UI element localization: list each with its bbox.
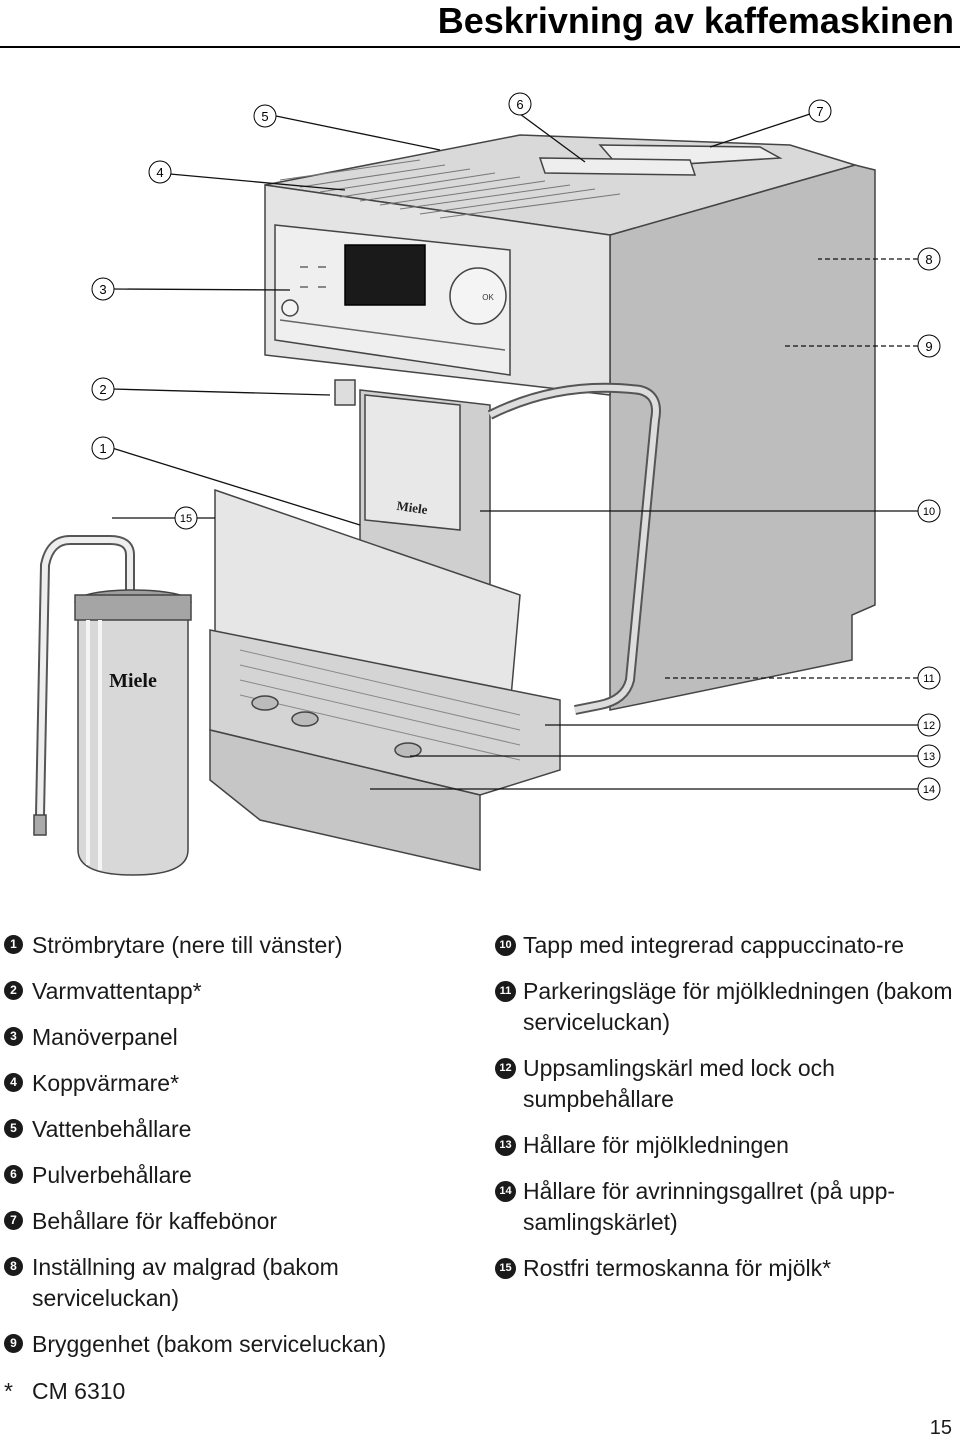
legend-item-8: 8 Inställning av malgrad (bakom servicelu… [4, 1252, 454, 1314]
footnote-text: CM 6310 [32, 1378, 126, 1404]
legend-item-6: 6 Pulverbehållare [4, 1160, 454, 1191]
callout-3: 3 [91, 277, 115, 301]
callout-15: 15 [174, 506, 198, 530]
legend-text: Hållare för mjölkledningen [523, 1132, 789, 1158]
panel-ok-label: OK [482, 293, 494, 302]
callout-1: 1 [91, 436, 115, 460]
legend-text: Vattenbehållare [32, 1116, 192, 1142]
coffee-machine-illustration: Miele Miele OK 1 2 3 4 5 6 7 8 9 10 11 1… [33, 92, 941, 876]
page-title: Beskrivning av kaffemaskinen [437, 0, 954, 41]
svg-text:4: 4 [156, 165, 163, 180]
legend-text: Strömbrytare (nere till vänster) [32, 932, 343, 958]
svg-text:2: 2 [99, 382, 106, 397]
coffee-machine-figure: Miele Miele OK 1 2 3 4 5 6 7 8 9 10 11 1… [0, 50, 960, 920]
legend-text: Tapp med integrerad cappuccinato-re [523, 932, 905, 958]
legend-number: 14 [495, 1181, 516, 1202]
legend-text: Hållare för avrinningsgallret (på upp-sa… [523, 1178, 896, 1235]
legend-item-2: 2 Varmvattentapp* [4, 976, 454, 1007]
legend-number: 13 [495, 1135, 516, 1156]
svg-text:11: 11 [923, 673, 934, 685]
legend-item-12: 12 Uppsamlingskärl med lock och sumpbehål… [495, 1053, 955, 1115]
legend-number: 6 [4, 1165, 23, 1184]
svg-text:15: 15 [180, 513, 192, 525]
legend-number: 3 [4, 1027, 23, 1046]
legend-number: 10 [495, 935, 516, 956]
callout-11: 11 [917, 666, 941, 690]
callout-5: 5 [253, 104, 277, 128]
legend-item-11: 11 Parkeringsläge för mjölkledningen (bak… [495, 976, 955, 1038]
legend-text: Inställning av malgrad (bakom serviceluc… [32, 1254, 339, 1311]
legend-item-7: 7 Behållare för kaffebönor [4, 1206, 454, 1237]
legend-text: Pulverbehållare [32, 1162, 192, 1188]
svg-text:14: 14 [923, 784, 935, 796]
legend-number: 15 [495, 1258, 516, 1279]
callout-9: 9 [917, 334, 941, 358]
legend-number: 5 [4, 1119, 23, 1138]
svg-text:10: 10 [923, 506, 935, 518]
svg-text:1: 1 [99, 441, 106, 456]
flask-brand-label: Miele [109, 670, 157, 692]
legend-item-14: 14 Hållare för avrinningsgallret (på upp-… [495, 1176, 955, 1238]
legend-number: 7 [4, 1211, 23, 1230]
legend-right: 10 Tapp med integrerad cappuccinato-re 11… [495, 930, 955, 1299]
svg-text:13: 13 [923, 751, 935, 763]
callout-4: 4 [148, 160, 172, 184]
legend-item-3: 3 Manöverpanel [4, 1022, 454, 1053]
legend-number: 4 [4, 1073, 23, 1092]
legend-left: 1 Strömbrytare (nere till vänster) 2 Varmv… [4, 930, 454, 1375]
svg-text:3: 3 [99, 282, 106, 297]
legend-item-4: 4 Koppvärmare* [4, 1068, 454, 1099]
legend-text: Bryggenhet (bakom serviceluckan) [32, 1331, 387, 1357]
callout-13: 13 [917, 744, 941, 768]
legend-text: Koppvärmare* [32, 1070, 180, 1096]
callout-2: 2 [91, 377, 115, 401]
footnote-mark: * [4, 1378, 13, 1404]
svg-text:9: 9 [925, 339, 932, 354]
callout-12: 12 [917, 713, 941, 737]
svg-text:7: 7 [816, 104, 823, 119]
legend-item-10: 10 Tapp med integrerad cappuccinato-re [495, 930, 955, 961]
svg-text:12: 12 [923, 720, 935, 732]
legend-number: 9 [4, 1334, 23, 1353]
svg-text:6: 6 [516, 97, 523, 112]
legend-text: Varmvattentapp* [32, 978, 202, 1004]
svg-text:8: 8 [925, 252, 932, 267]
legend-text: Rostfri termoskanna för mjölk* [523, 1255, 832, 1281]
legend-number: 11 [495, 981, 516, 1002]
callout-14: 14 [917, 777, 941, 801]
callout-10: 10 [917, 499, 941, 523]
legend-item-5: 5 Vattenbehållare [4, 1114, 454, 1145]
legend-text: Parkeringsläge för mjölkledningen (bakom… [523, 978, 953, 1035]
legend-number: 2 [4, 981, 23, 1000]
legend-text: Behållare för kaffebönor [32, 1208, 278, 1234]
legend-number: 12 [495, 1058, 516, 1079]
title-rule [0, 46, 960, 48]
legend-item-1: 1 Strömbrytare (nere till vänster) [4, 930, 454, 961]
legend-number: 1 [4, 935, 23, 954]
svg-text:5: 5 [261, 109, 268, 124]
page-number: 15 [929, 1417, 952, 1439]
legend-number: 8 [4, 1257, 23, 1276]
legend-text: Uppsamlingskärl med lock och sumpbehålla… [523, 1055, 835, 1112]
callout-6: 6 [508, 92, 532, 116]
legend-text: Manöverpanel [32, 1024, 178, 1050]
callout-8: 8 [917, 247, 941, 271]
legend-item-13: 13 Hållare för mjölkledningen [495, 1130, 955, 1161]
spout-brand-label: Miele [396, 498, 429, 517]
footnote: * CM 6310 [4, 1378, 125, 1405]
legend-item-9: 9 Bryggenhet (bakom serviceluckan) [4, 1329, 454, 1360]
callout-7: 7 [808, 99, 832, 123]
legend-item-15: 15 Rostfri termoskanna för mjölk* [495, 1253, 955, 1284]
